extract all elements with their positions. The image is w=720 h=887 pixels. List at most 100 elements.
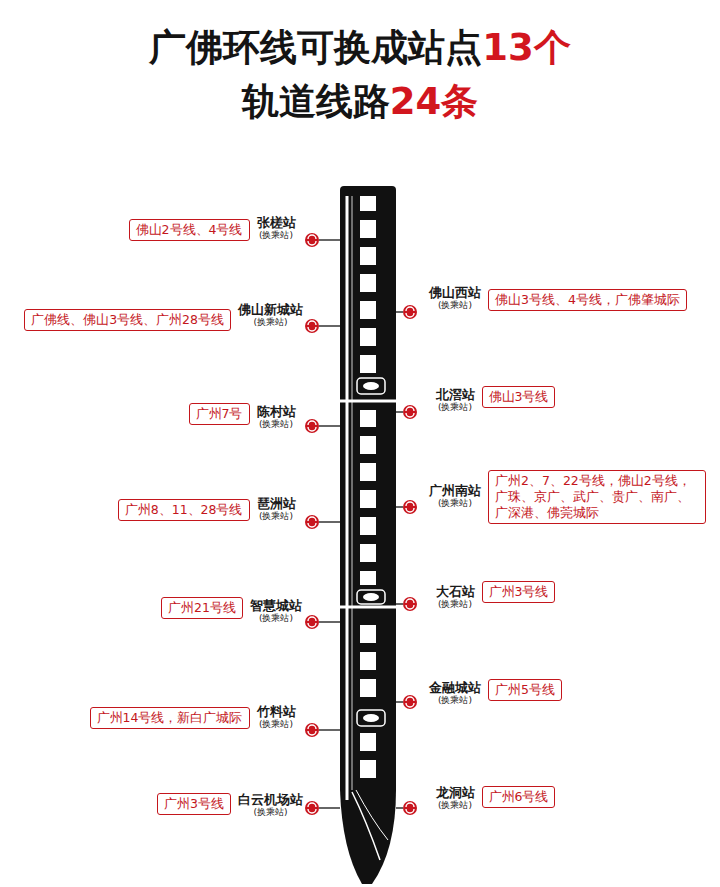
transfer-icon-arrows — [406, 803, 414, 813]
transfer-lines-box: 广佛线、佛山3号线、广州28号线 — [24, 309, 231, 331]
station-label: 白云机场站(换乘站) — [238, 792, 303, 818]
leader-line — [396, 701, 403, 703]
station-name: 广州南站 — [429, 483, 481, 498]
leader-line — [396, 506, 403, 508]
transfer-lines-box: 广州14号线，新白广城际 — [90, 707, 250, 729]
leader-line — [396, 411, 403, 413]
title-number: 13个 — [482, 26, 571, 69]
station-note: (换乘站) — [429, 695, 481, 706]
station-label: 琶洲站(换乘站) — [257, 496, 296, 522]
transfer-icon-arrows — [406, 407, 414, 417]
transfer-icon — [403, 500, 417, 514]
station-note: (换乘站) — [257, 419, 296, 430]
station-note: (换乘站) — [257, 719, 296, 730]
line-names: 广州7号 — [196, 406, 243, 422]
transfer-lines-box: 广州8、11、28号线 — [118, 499, 250, 521]
station-name: 金融城站 — [429, 680, 481, 695]
transfer-icon — [305, 319, 319, 333]
line-names: 佛山2号线、4号线 — [136, 222, 243, 238]
station-note: (换乘站) — [238, 807, 303, 818]
station-note: (换乘站) — [238, 317, 303, 328]
transfer-icon — [305, 233, 319, 247]
station-label: 大石站(换乘站) — [436, 584, 475, 610]
transfer-icon — [305, 615, 319, 629]
transfer-lines-box: 广州7号 — [189, 403, 250, 425]
transfer-icon-arrows — [308, 617, 316, 627]
transfer-icon-arrows — [308, 725, 316, 735]
station-note: (换乘站) — [429, 300, 481, 311]
station-note: (换乘站) — [436, 402, 475, 413]
station-name: 北滘站 — [436, 387, 475, 402]
leader-line — [319, 425, 340, 427]
station-note: (换乘站) — [429, 498, 481, 509]
station-name: 大石站 — [436, 584, 475, 599]
transfer-lines-box: 广州5号线 — [488, 679, 562, 701]
transfer-icon-arrows — [406, 599, 414, 609]
line-names: 广州2、7、22号线，佛山2号线，广珠、京广、武广、贵广、南广、广深港、佛莞城际 — [495, 473, 699, 521]
title-text: 轨道线路 — [242, 80, 390, 123]
transfer-icon-arrows — [308, 321, 316, 331]
title-number: 24条 — [390, 80, 479, 123]
line-names: 广州14号线，新白广城际 — [97, 710, 243, 726]
transfer-icon — [305, 419, 319, 433]
station-name: 张槎站 — [257, 215, 296, 230]
transfer-lines-box: 佛山3号线、4号线，广佛肇城际 — [488, 289, 687, 311]
line-names: 广州21号线 — [168, 600, 236, 616]
transfer-icon — [305, 723, 319, 737]
station-label: 陈村站(换乘站) — [257, 404, 296, 430]
transfer-lines-box: 广州21号线 — [161, 597, 243, 619]
station-label: 佛山西站(换乘站) — [429, 285, 481, 311]
line-names: 广州8、11、28号线 — [125, 502, 243, 518]
station-label: 智慧城站(换乘站) — [250, 598, 302, 624]
line-names: 广州5号线 — [495, 682, 555, 698]
leader-line — [319, 729, 340, 731]
leader-line — [319, 239, 340, 241]
line-names: 佛山3号线、4号线，广佛肇城际 — [495, 292, 680, 308]
station-name: 佛山新城站 — [238, 302, 303, 317]
station-note: (换乘站) — [436, 599, 475, 610]
line-names: 广州3号线 — [164, 796, 224, 812]
station-label: 佛山新城站(换乘站) — [238, 302, 303, 328]
transfer-icon-arrows — [308, 421, 316, 431]
transfer-lines-box: 佛山2号线、4号线 — [129, 219, 250, 241]
station-name: 陈村站 — [257, 404, 296, 419]
transfer-icon — [403, 405, 417, 419]
leader-line — [319, 325, 340, 327]
station-label: 张槎站(换乘站) — [257, 215, 296, 241]
transfer-icon — [403, 801, 417, 815]
transfer-icon-arrows — [406, 502, 414, 512]
transfer-lines-box: 佛山3号线 — [482, 386, 556, 408]
transfer-lines-box: 广州3号线 — [482, 581, 556, 603]
station-note: (换乘站) — [436, 800, 475, 811]
title-line: 广佛环线可换成站点13个 — [0, 26, 720, 70]
station-note: (换乘站) — [257, 230, 296, 241]
transfer-lines-box: 广州2、7、22号线，佛山2号线，广珠、京广、武广、贵广、南广、广深港、佛莞城际 — [488, 470, 706, 524]
leader-line — [396, 311, 403, 313]
station-label: 龙洞站(换乘站) — [436, 785, 475, 811]
transfer-icon — [305, 801, 319, 815]
transfer-lines-box: 广州3号线 — [157, 793, 231, 815]
station-note: (换乘站) — [257, 511, 296, 522]
station-label: 广州南站(换乘站) — [429, 483, 481, 509]
transfer-icon — [403, 305, 417, 319]
transfer-icon — [403, 695, 417, 709]
transfer-icon — [403, 597, 417, 611]
title-text: 广佛环线可换成站点 — [149, 26, 482, 69]
line-names: 广佛线、佛山3号线、广州28号线 — [31, 312, 224, 328]
station-name: 佛山西站 — [429, 285, 481, 300]
title-line: 轨道线路24条 — [0, 80, 720, 124]
transfer-icon-arrows — [406, 697, 414, 707]
leader-line — [319, 807, 340, 809]
transfer-lines-box: 广州6号线 — [482, 786, 556, 808]
station-label: 北滘站(换乘站) — [436, 387, 475, 413]
station-note: (换乘站) — [250, 613, 302, 624]
station-label: 竹料站(换乘站) — [257, 704, 296, 730]
station-name: 白云机场站 — [238, 792, 303, 807]
station-name: 竹料站 — [257, 704, 296, 719]
leader-line — [396, 807, 403, 809]
transfer-icon-arrows — [308, 803, 316, 813]
line-names: 佛山3号线 — [489, 389, 549, 405]
